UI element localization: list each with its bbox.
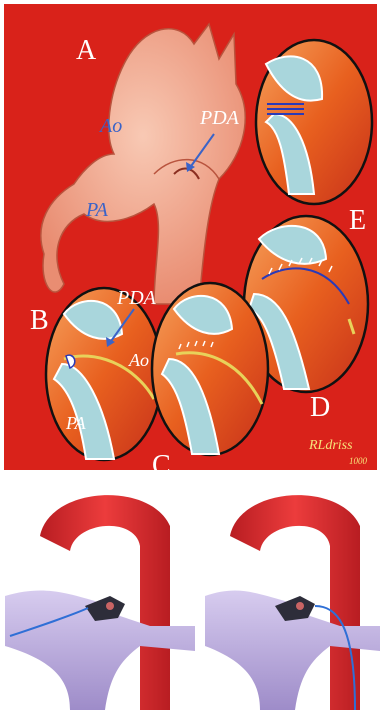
device-schematic-right <box>205 495 380 710</box>
artist-signature: RLdriss <box>308 438 353 453</box>
pda-label-inset-b: PDA <box>116 287 157 309</box>
panel-label-b: B <box>30 305 49 336</box>
panel-label-a: A <box>76 35 97 66</box>
inset-e <box>256 40 372 204</box>
illustration-panel-bottom <box>0 476 385 710</box>
inset-c <box>152 283 268 455</box>
aorta-label-inset-b: Ao <box>128 350 149 370</box>
aorta-label: Ao <box>98 115 122 137</box>
pa-label: PA <box>85 199 109 221</box>
illustration-panel-top: A B C D E Ao PA PDA PDA Ao PA RLdriss 10… <box>4 4 377 470</box>
pa-label-inset-b: PA <box>65 413 87 433</box>
pda-label: PDA <box>199 107 240 129</box>
device-schematic-left <box>5 495 195 710</box>
panel-label-d: D <box>310 392 330 423</box>
panel-label-e: E <box>349 205 366 236</box>
inset-b <box>46 288 162 460</box>
panel-label-c: C <box>152 450 171 470</box>
signature-year: 1000 <box>349 456 368 466</box>
